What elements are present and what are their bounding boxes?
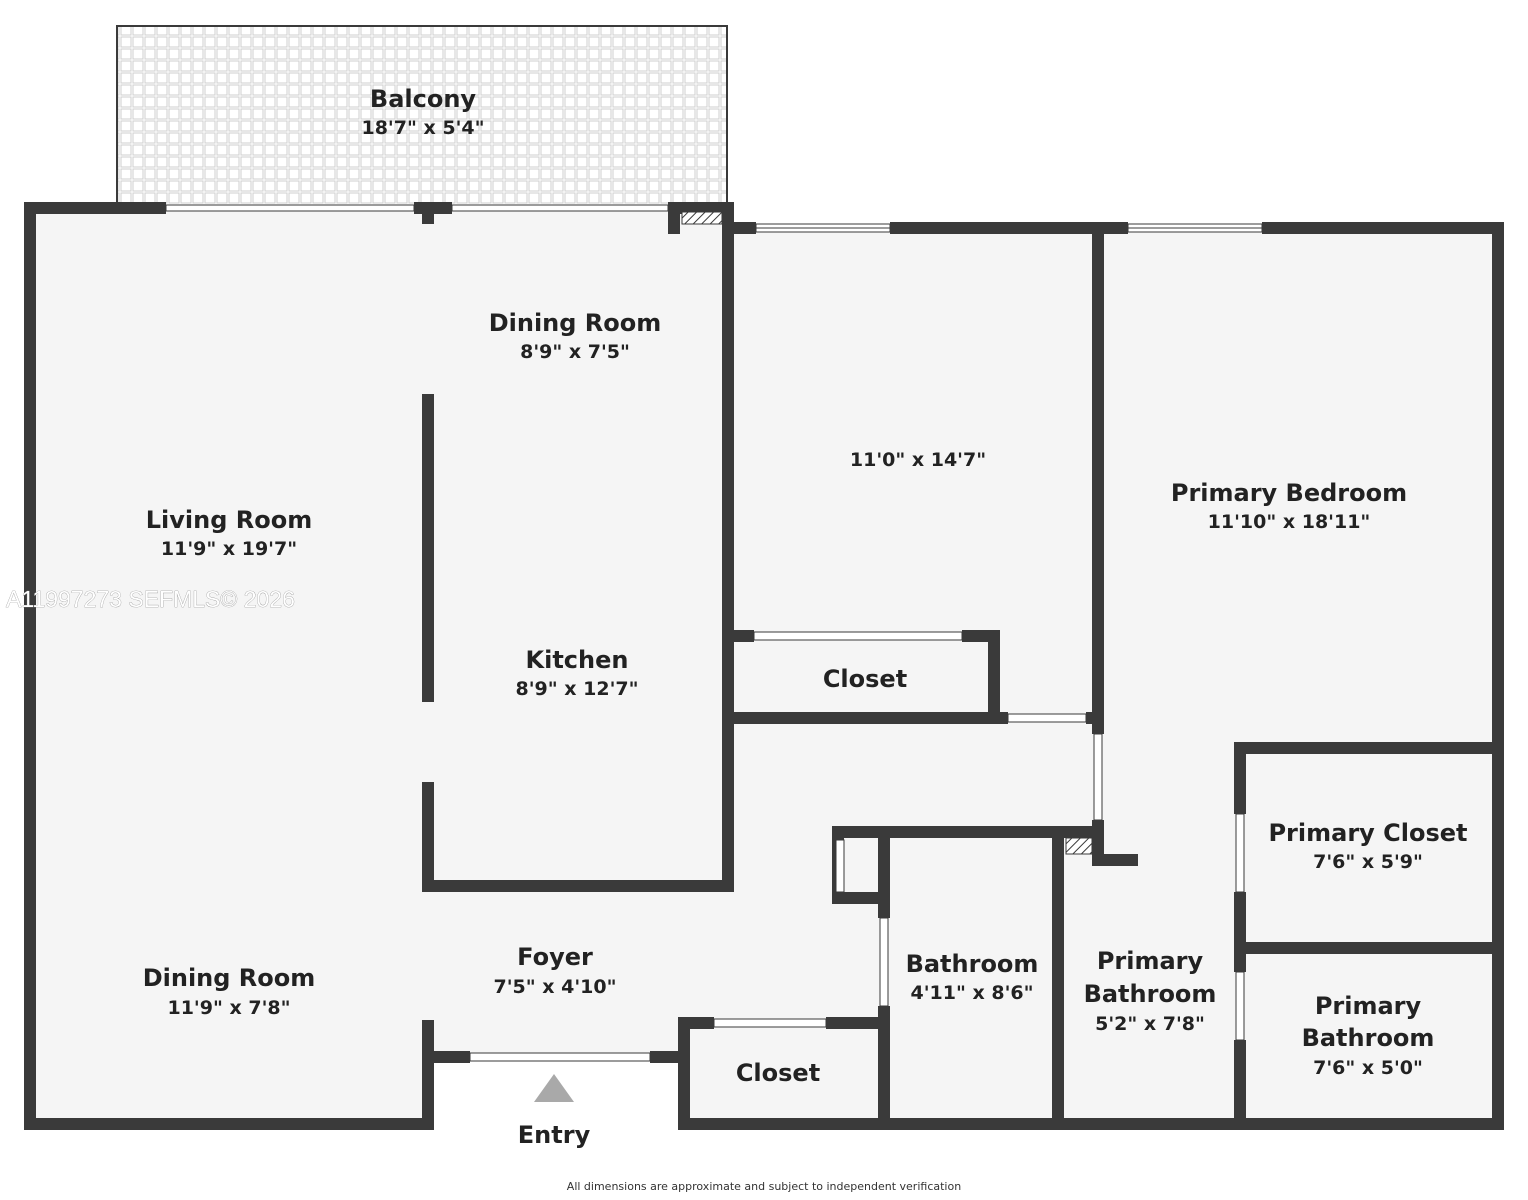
walls xyxy=(24,202,1504,1130)
primary-bath2-name-line2: Bathroom xyxy=(1302,1024,1435,1052)
windows xyxy=(165,204,1263,1062)
closet-mid-name: Closet xyxy=(823,665,907,693)
bathroom-name: Bathroom xyxy=(906,950,1039,978)
primary-bath2-dim: 7'6" x 5'0" xyxy=(1313,1057,1423,1079)
entry-label: Entry xyxy=(518,1121,591,1149)
disclaimer: All dimensions are approximate and subje… xyxy=(566,1180,962,1193)
floor-area xyxy=(30,208,1498,1120)
foyer-name: Foyer xyxy=(517,943,593,971)
balcony-name: Balcony xyxy=(370,85,477,113)
primary-bedroom-dim: 11'10" x 18'11" xyxy=(1208,511,1371,533)
closet-entry-name: Closet xyxy=(736,1059,820,1087)
bedroom2-dim: 11'0" x 14'7" xyxy=(850,449,986,471)
dining-top-name: Dining Room xyxy=(489,309,662,337)
primary-closet-name: Primary Closet xyxy=(1268,819,1467,847)
kitchen-dim: 8'9" x 12'7" xyxy=(515,678,638,700)
watermark: A11997273 SEFMLS© 2026 xyxy=(6,586,295,612)
kitchen-name: Kitchen xyxy=(526,646,629,674)
primary-bedroom-name: Primary Bedroom xyxy=(1171,479,1407,507)
entry-arrow-icon xyxy=(534,1074,574,1102)
living-room-dim: 11'9" x 19'7" xyxy=(161,538,297,560)
primary-closet-dim: 7'6" x 5'9" xyxy=(1313,851,1423,873)
balcony xyxy=(116,25,728,209)
bathroom-dim: 4'11" x 8'6" xyxy=(910,982,1033,1004)
foyer-dim: 7'5" x 4'10" xyxy=(493,976,616,998)
columns xyxy=(681,211,1093,855)
primary-bath1-dim: 5'2" x 7'8" xyxy=(1095,1013,1205,1035)
dining-bottom-name: Dining Room xyxy=(143,964,316,992)
balcony-dim: 18'7" x 5'4" xyxy=(361,117,484,139)
labels: Balcony 18'7" x 5'4" Dining Room 8'9" x … xyxy=(143,85,1468,1149)
dining-bottom-dim: 11'9" x 7'8" xyxy=(167,997,290,1019)
living-room-name: Living Room xyxy=(146,506,312,534)
dining-top-dim: 8'9" x 7'5" xyxy=(520,341,630,363)
primary-bath2-name-line1: Primary xyxy=(1315,992,1422,1020)
primary-bath1-name-line2: Bathroom xyxy=(1084,980,1217,1008)
primary-bath1-name-line1: Primary xyxy=(1097,947,1204,975)
